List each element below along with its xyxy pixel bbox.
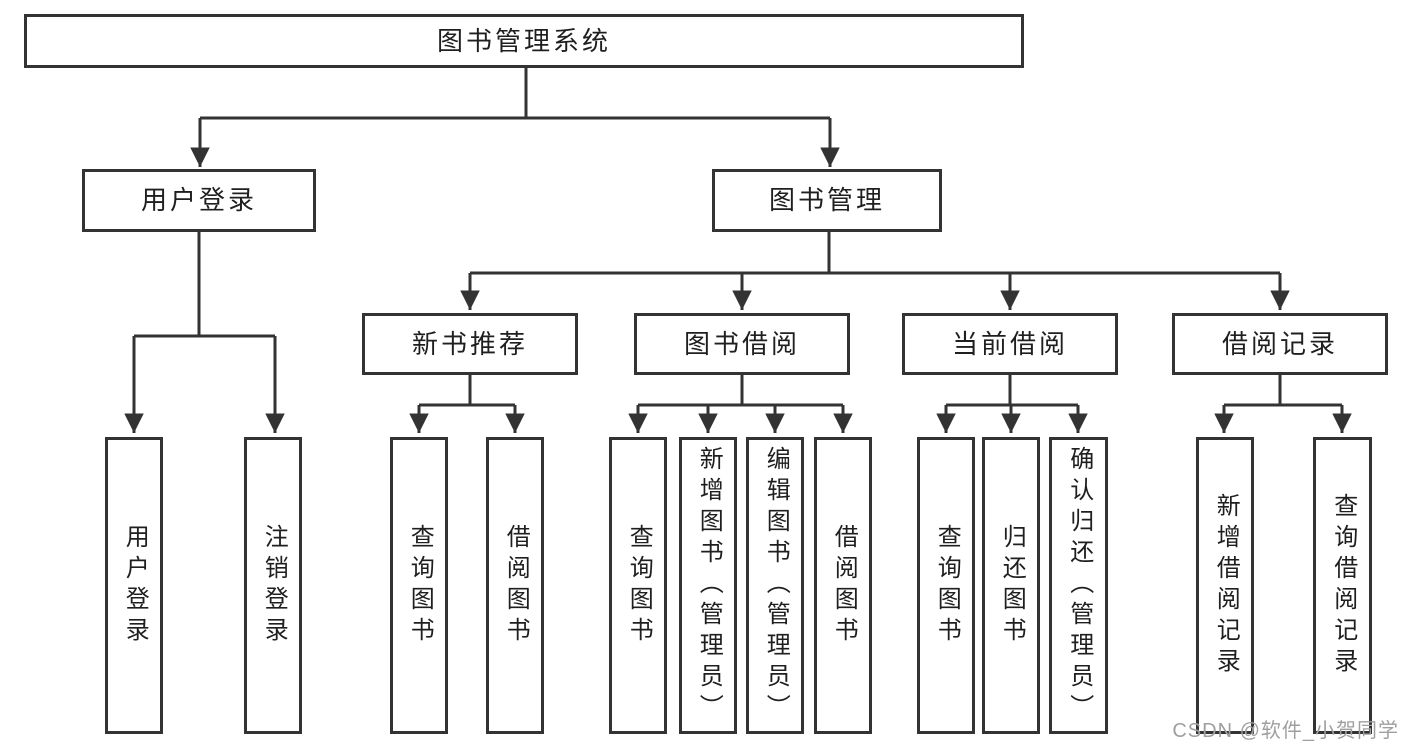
node-user-login-group: 用户登录 xyxy=(82,169,316,232)
node-confirm-return-admin: 确认归还（管理员） xyxy=(1049,437,1108,734)
node-new-book-recommend: 新书推荐 xyxy=(362,313,578,375)
node-borrow-books-recommend: 借阅图书 xyxy=(486,437,544,734)
node-logout: 注销登录 xyxy=(244,437,302,734)
node-book-borrowing: 图书借阅 xyxy=(634,313,850,375)
node-add-books-admin: 新增图书（管理员） xyxy=(679,437,737,734)
node-edit-books-admin: 编辑图书（管理员） xyxy=(746,437,804,734)
connector-stems xyxy=(134,68,1342,407)
connector-arrows xyxy=(124,118,1352,433)
node-user-login-leaf: 用户登录 xyxy=(105,437,163,734)
node-library-system: 图书管理系统 xyxy=(24,14,1024,68)
node-query-borrow-record: 查询借阅记录 xyxy=(1313,437,1372,734)
node-query-books-borrow: 查询图书 xyxy=(609,437,667,734)
node-borrowing-records: 借阅记录 xyxy=(1172,313,1388,375)
node-current-borrowing: 当前借阅 xyxy=(902,313,1118,375)
node-return-books: 归还图书 xyxy=(982,437,1040,734)
node-query-books-recommend: 查询图书 xyxy=(390,437,448,734)
node-query-books-current: 查询图书 xyxy=(917,437,975,734)
node-borrow-books-leaf: 借阅图书 xyxy=(814,437,872,734)
node-add-borrow-record: 新增借阅记录 xyxy=(1196,437,1254,734)
csdn-watermark: CSDN @软件_小贺同学 xyxy=(1172,720,1399,742)
node-book-management: 图书管理 xyxy=(712,169,942,232)
